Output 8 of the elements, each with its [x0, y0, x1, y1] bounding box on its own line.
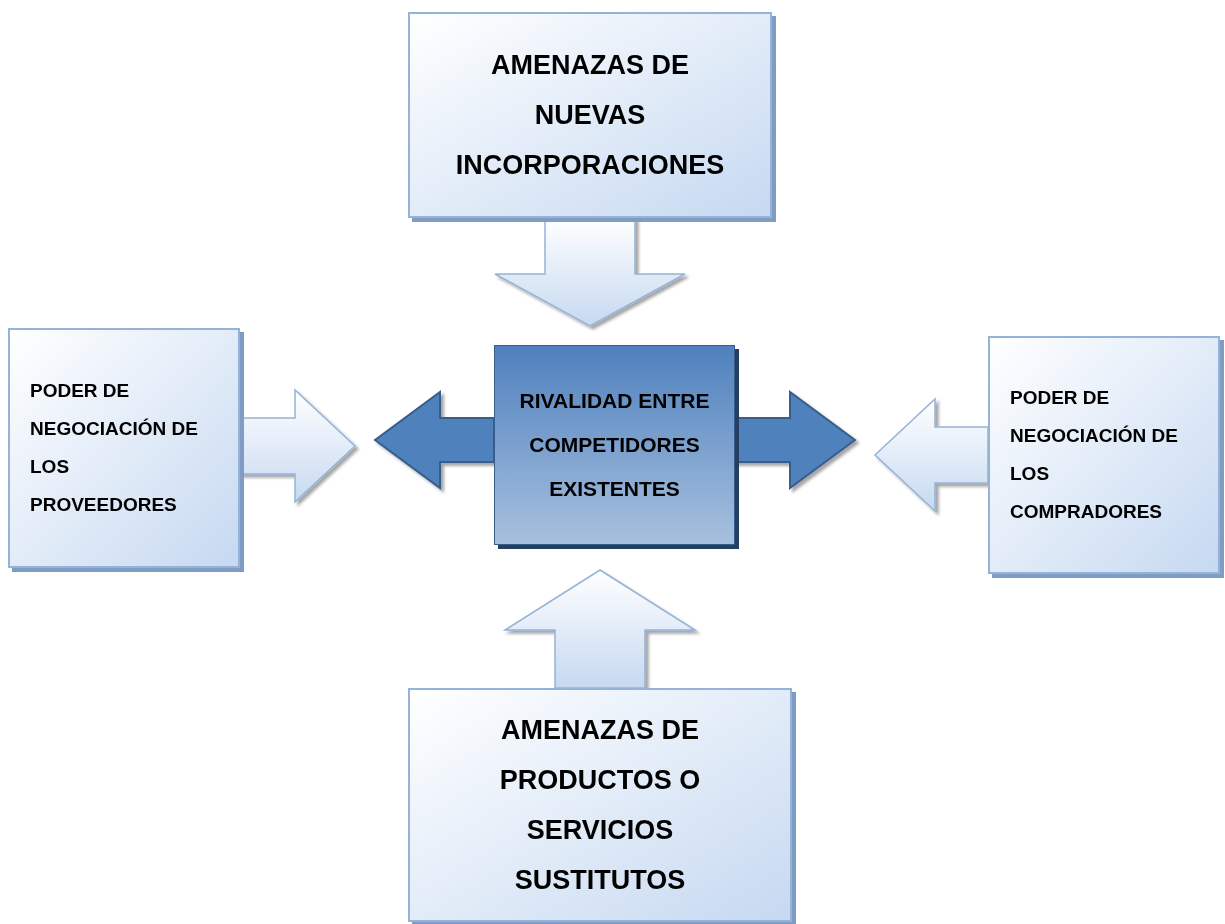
- block-arrow: [373, 390, 495, 490]
- box-label: PODER DE NEGOCIACIÓN DE LOS COMPRADORES: [1010, 386, 1179, 524]
- box-label: AMENAZAS DE NUEVAS INCORPORACIONES: [454, 49, 726, 182]
- block-arrow: [873, 397, 989, 513]
- block-arrow: [502, 569, 698, 689]
- box-label: AMENAZAS DE PRODUCTOS O SERVICIOS SUSTITUTOS: [498, 714, 702, 897]
- box-label: RIVALIDAD ENTRE COMPETIDORES EXISTENTES: [518, 388, 711, 502]
- box-label: PODER DE NEGOCIACIÓN DE LOS PROVEEDORES: [30, 379, 199, 517]
